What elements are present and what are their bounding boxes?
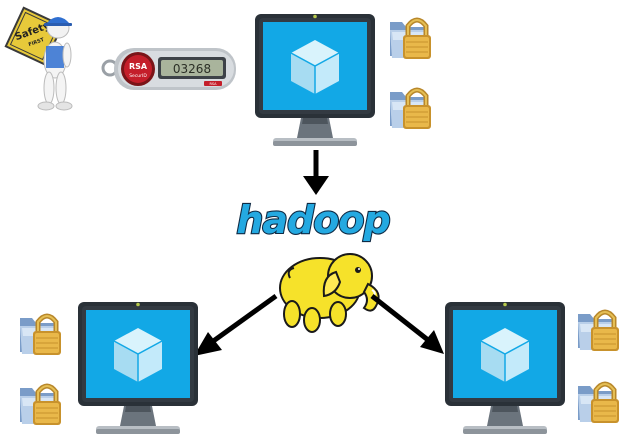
left-locked-folder-icon — [20, 386, 61, 425]
hadoop-logo-text: hadoop — [236, 198, 389, 242]
hadoop-elephant-icon — [279, 253, 380, 333]
right-node-monitor-icon — [444, 301, 566, 435]
master-node-monitor-icon — [254, 13, 376, 147]
left-locked-folder-icon — [20, 316, 61, 355]
hadoop-logo: hadoop — [235, 197, 392, 243]
token-product-label: SecurID — [129, 73, 147, 79]
safety-sign-sublabel: FIRST — [28, 37, 46, 48]
master-locked-folder-icon — [390, 90, 431, 129]
master-down-arrow — [303, 150, 329, 195]
safety-first-mascot-icon: Safety FIRST — [4, 6, 73, 111]
right-locked-folder-icon — [578, 312, 619, 351]
left-down-arrow — [194, 293, 278, 356]
right-locked-folder-icon — [578, 384, 619, 423]
token-footer-label: RSA — [209, 82, 217, 86]
master-locked-folder-icon — [390, 20, 431, 59]
left-node-monitor-icon — [77, 301, 199, 435]
token-display-code: 03268 — [173, 62, 211, 76]
rsa-securid-token-icon: RSA SecurID 03268 RSA — [101, 48, 236, 90]
token-brand-label: RSA — [129, 62, 148, 71]
right-down-arrow — [370, 294, 444, 354]
